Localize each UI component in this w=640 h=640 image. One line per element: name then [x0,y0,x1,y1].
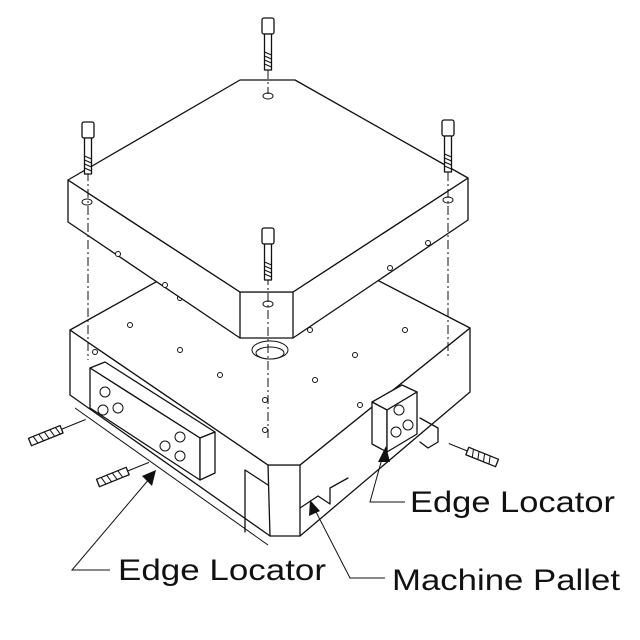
edge-locator-left [89,361,216,481]
label-edge-locator-right: Edge Locator [410,486,615,519]
label-edge-locator-left: Edge Locator [118,554,326,587]
cap-screw-top [261,17,275,71]
alignment-centerlines [87,70,449,440]
leader-lines [70,446,405,579]
cap-screw-right [441,119,455,173]
label-machine-pallet: Machine Pallet [392,564,621,597]
cap-screw-left [81,121,95,175]
cap-screw-center [261,227,275,281]
set-screw-left-upper [27,419,86,447]
set-screw-left-lower [95,461,150,488]
set-screw-right [448,443,500,468]
